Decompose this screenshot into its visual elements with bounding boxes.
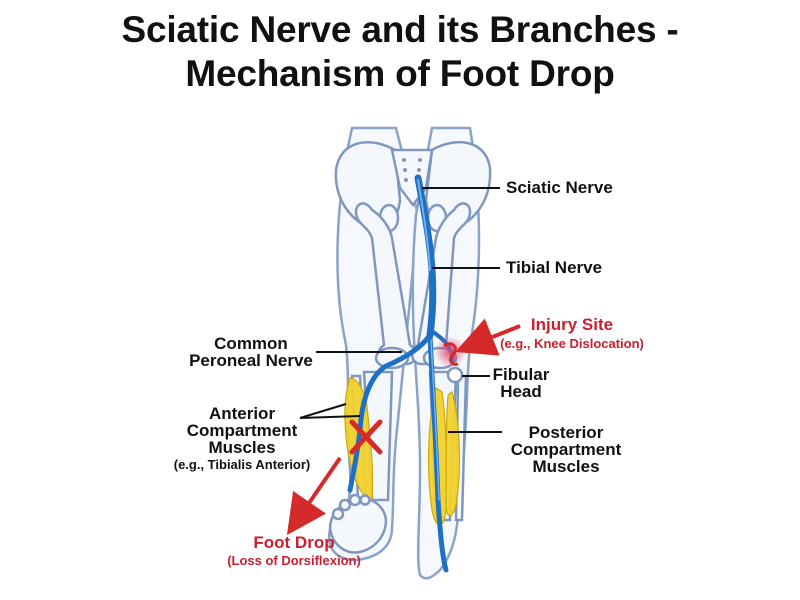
common-peroneal-nerve <box>347 332 433 493</box>
injury-glow <box>434 336 466 368</box>
common-peroneal-line-2: Peroneal Nerve <box>189 351 313 370</box>
label-fibular-head: Fibular Head <box>488 366 554 400</box>
foot-outline <box>328 496 388 554</box>
leader-anterior-1 <box>299 403 347 419</box>
label-tibial-nerve: Tibial Nerve <box>506 258 603 277</box>
anterior-line-1: Anterior <box>208 404 276 423</box>
anterior-example: (e.g., Tibialis Anterior) <box>173 457 311 472</box>
fibular-head-line-2: Head <box>500 382 542 401</box>
leader-anterior-2 <box>299 415 361 419</box>
title-line-1: Sciatic Nerve and its Branches - <box>121 9 679 50</box>
posterior-line-1: Posterior <box>528 423 604 442</box>
label-anterior-compartment: Anterior Compartment Muscles (e.g., Tibi… <box>156 405 328 472</box>
foot-drop-title: Foot Drop <box>253 533 335 552</box>
diagram-title: Sciatic Nerve and its Branches - Mechani… <box>0 8 800 96</box>
fibular-head <box>446 366 464 384</box>
common-peroneal-line-1: Common <box>214 334 288 353</box>
label-injury-site: Injury Site (e.g., Knee Dislocation) <box>482 316 662 351</box>
label-posterior-compartment: Posterior Compartment Muscles <box>496 424 636 475</box>
tibial-nerve <box>427 332 449 573</box>
title-line-2: Mechanism of Foot Drop <box>185 53 615 94</box>
label-common-peroneal-nerve: Common Peroneal Nerve <box>166 335 336 369</box>
label-sciatic-nerve: Sciatic Nerve <box>506 178 613 197</box>
dropped-foot <box>328 493 388 554</box>
anterior-line-3: Muscles <box>208 438 276 457</box>
tibial-nerve-highlight <box>430 339 440 501</box>
red-x-mark <box>349 419 383 455</box>
posterior-compartment-muscle-2 <box>445 390 461 517</box>
injury-site-marker <box>443 342 459 366</box>
injury-site-example: (e.g., Knee Dislocation) <box>500 336 644 351</box>
foot-drop-subtitle: (Loss of Dorsiflexion) <box>227 553 361 568</box>
foot-drop-arrow <box>286 456 342 536</box>
posterior-line-2: Compartment <box>510 440 622 459</box>
sciatic-nerve-highlight <box>417 179 431 271</box>
anterior-line-2: Compartment <box>186 421 298 440</box>
leader-lines <box>299 187 502 433</box>
sciatic-nerve <box>414 174 437 339</box>
injury-site-title: Injury Site <box>530 315 614 334</box>
fibular-head-line-1: Fibular <box>492 365 550 384</box>
nerves <box>347 174 455 573</box>
label-foot-drop: Foot Drop (Loss of Dorsiflexion) <box>214 534 374 568</box>
injury-arrow <box>455 318 521 356</box>
posterior-line-3: Muscles <box>532 457 600 476</box>
